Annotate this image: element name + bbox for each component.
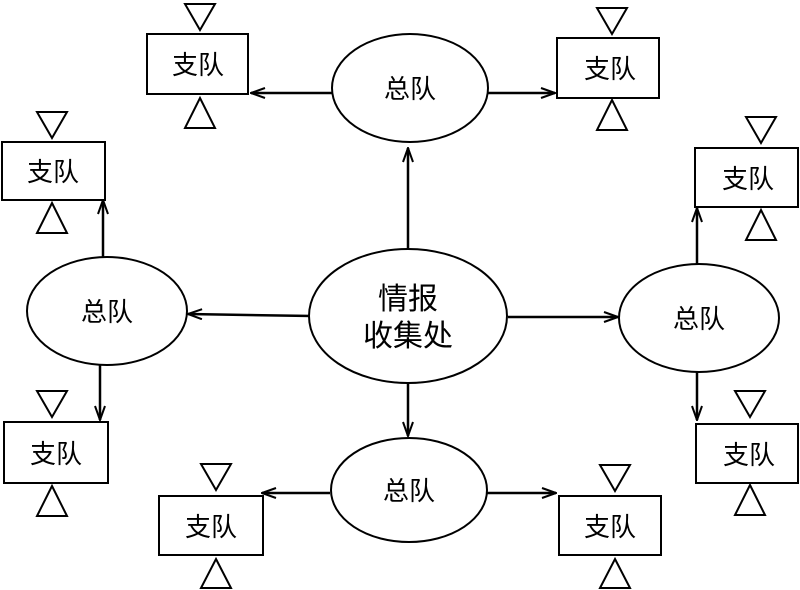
headquarters-label: 总队	[81, 298, 133, 328]
arrow-center-to-left	[188, 314, 313, 316]
branch-box	[1, 141, 106, 201]
branch-box	[695, 423, 799, 484]
center-ellipse	[308, 248, 508, 384]
branch-right-lower: 支队	[695, 390, 799, 516]
triangle-icon	[35, 483, 69, 517]
inverted-triangle-icon	[744, 116, 778, 146]
triangle-icon	[733, 482, 767, 516]
branch-top-left: 支队	[146, 3, 249, 129]
inverted-triangle-icon	[598, 464, 632, 494]
center-label-line2: 收集处	[363, 319, 453, 354]
headquarters-label: 总队	[384, 75, 436, 105]
branch-label: 支队	[27, 158, 79, 188]
headquarters-ellipse	[26, 256, 188, 366]
headquarters-right: 总队	[618, 263, 780, 373]
branch-label: 支队	[722, 165, 774, 195]
triangle-icon	[35, 200, 69, 234]
branch-box	[146, 33, 249, 95]
headquarters-ellipse	[330, 437, 488, 543]
branch-label: 支队	[185, 513, 237, 543]
branch-box	[694, 147, 799, 208]
branch-box	[558, 495, 662, 556]
inverted-triangle-icon	[199, 463, 233, 493]
headquarters-label: 总队	[383, 477, 435, 507]
inverted-triangle-icon	[35, 111, 69, 141]
headquarters-bottom: 总队	[330, 437, 488, 543]
inverted-triangle-icon	[183, 3, 217, 33]
branch-connectors	[100, 93, 697, 493]
triangle-icon	[595, 97, 629, 131]
headquarters-label: 总队	[673, 305, 725, 335]
triangle-icon	[598, 556, 632, 589]
branch-box	[556, 37, 660, 99]
branch-top-right: 支队	[556, 7, 660, 131]
inverted-triangle-icon	[595, 7, 629, 37]
triangle-icon	[199, 556, 233, 589]
branch-left-lower: 支队	[3, 390, 109, 517]
inverted-triangle-icon	[733, 390, 767, 420]
triangle-icon	[183, 95, 217, 129]
headquarters-ellipse	[618, 263, 780, 373]
inverted-triangle-icon	[35, 390, 69, 420]
headquarters-left: 总队	[26, 256, 188, 366]
branch-label: 支队	[172, 51, 224, 81]
branch-label: 支队	[30, 440, 82, 470]
branch-right-upper: 支队	[694, 116, 799, 241]
triangle-icon	[744, 207, 778, 241]
branch-bottom-right: 支队	[558, 464, 662, 589]
branch-box	[158, 495, 264, 556]
branch-label: 支队	[584, 513, 636, 543]
center-connectors	[188, 148, 618, 436]
branch-bottom-left: 支队	[158, 463, 264, 589]
center-node: 情报 收集处	[308, 248, 508, 384]
center-label-line1: 情报	[378, 282, 438, 317]
branch-box	[3, 421, 109, 484]
headquarters-top: 总队	[331, 33, 489, 143]
headquarters-ellipse	[331, 33, 489, 143]
branch-label: 支队	[584, 55, 636, 85]
branch-label: 支队	[723, 441, 775, 471]
branch-left-upper: 支队	[1, 111, 106, 234]
